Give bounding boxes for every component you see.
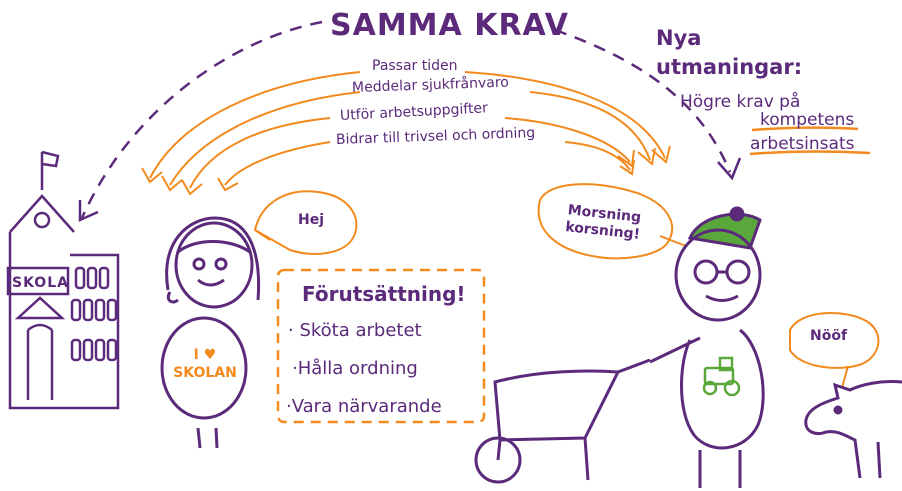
prerequisite-item: · Sköta arbetet xyxy=(288,320,422,341)
pig-speech-text: Nööf xyxy=(810,328,848,344)
underline-kompetens xyxy=(751,126,859,132)
pig-figure xyxy=(804,380,902,479)
challenges-heading-line2: utmaningar: xyxy=(656,55,803,79)
challenges-heading: Nya utmaningar: xyxy=(656,24,802,82)
school-building xyxy=(6,150,120,410)
speech-bubble-farmer xyxy=(537,183,687,260)
shirt-line1: I ♥ xyxy=(193,347,217,363)
tractor-icon xyxy=(702,356,741,397)
dashed-arrowhead-left xyxy=(78,200,99,222)
dashed-arrow-left xyxy=(80,20,323,219)
speech-bubble-girl xyxy=(253,190,358,255)
underline-arbetsinsats xyxy=(749,150,871,156)
prerequisites-box xyxy=(276,268,486,424)
challenges-heading-line1: Nya xyxy=(656,26,702,50)
dashed-arrowhead-right xyxy=(717,157,742,181)
shirt-text: I ♥ SKOLAN xyxy=(170,346,240,382)
prerequisite-item: ·Vara närvarande xyxy=(286,396,442,417)
school-sign: SKOLA xyxy=(12,275,69,291)
requirement-arrows-left xyxy=(141,71,361,196)
challenges-line2: kompetens xyxy=(760,110,855,130)
prerequisite-item: ·Hålla ordning xyxy=(292,358,418,379)
farmer-figure xyxy=(649,206,765,488)
wheelbarrow xyxy=(474,358,651,484)
challenges-line1: Högre krav på xyxy=(680,92,801,112)
girl-speech-text: Hej xyxy=(298,212,325,228)
dashed-arrow-right xyxy=(554,28,732,173)
girl-figure xyxy=(160,216,261,449)
challenges-line3: arbetsinsats xyxy=(750,134,855,154)
requirement-item: Passar tiden xyxy=(372,58,458,74)
requirement-arrows-right xyxy=(464,71,671,176)
speech-bubble-pig xyxy=(789,312,880,389)
main-title: SAMMA KRAV xyxy=(330,8,569,43)
shirt-line2: SKOLAN xyxy=(173,365,237,381)
prerequisites-title: Förutsättning! xyxy=(302,282,466,306)
